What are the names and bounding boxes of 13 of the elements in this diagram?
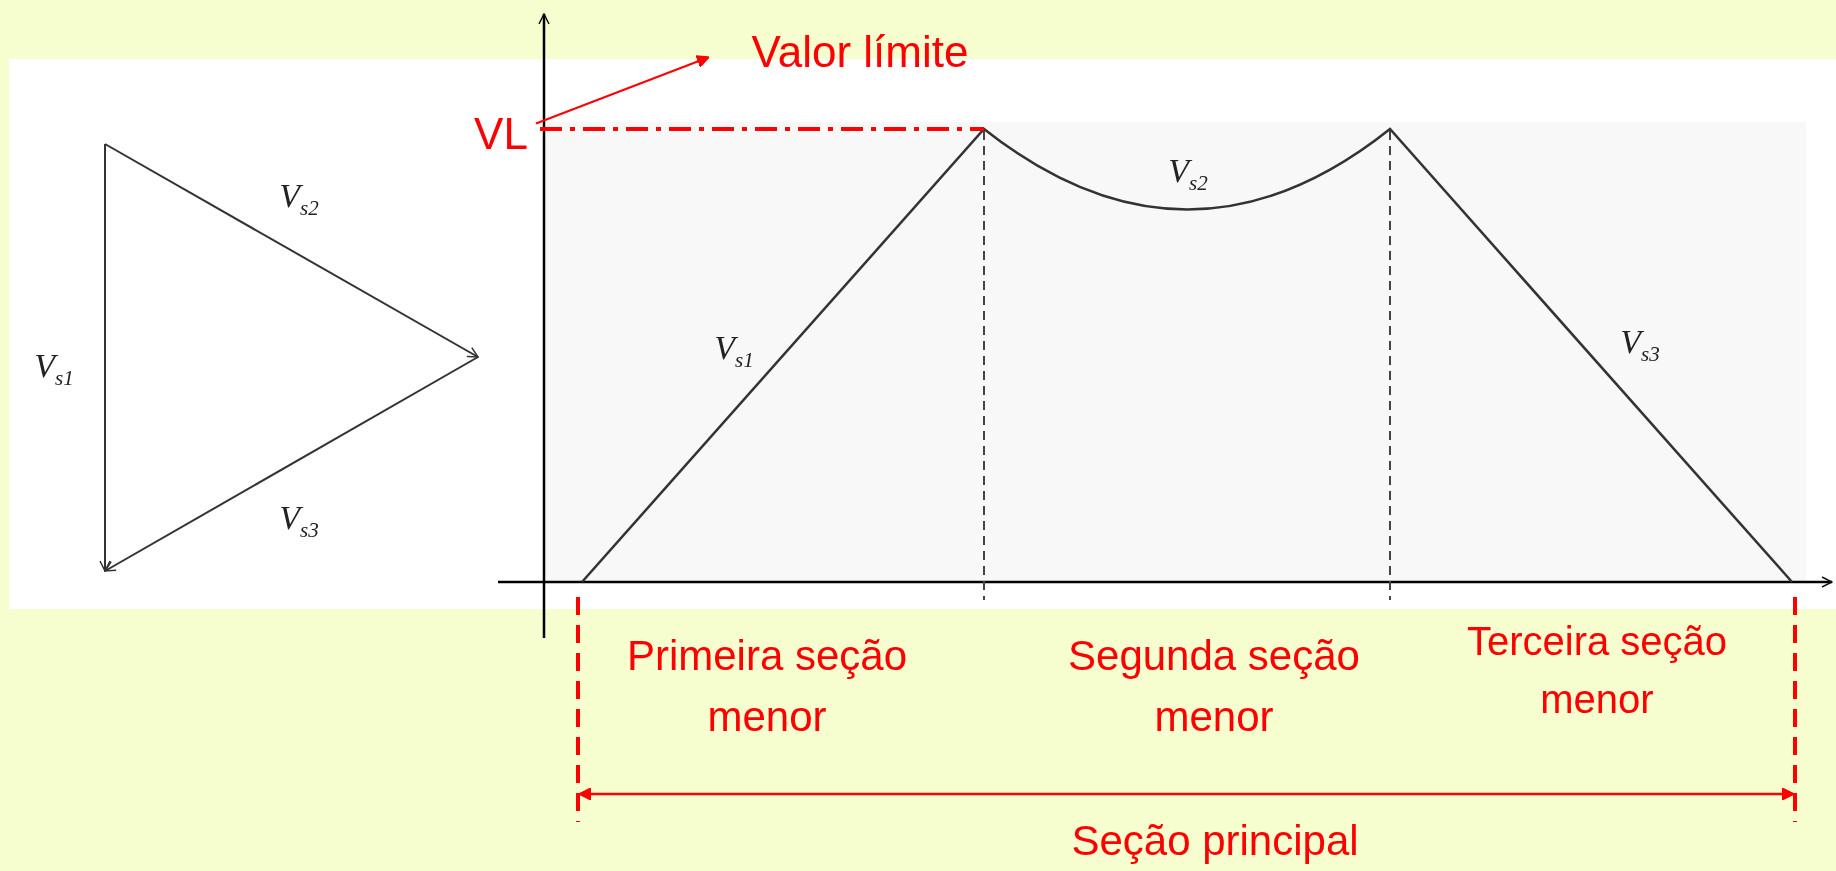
section-label: Primeira seção menor [625, 631, 909, 742]
annotation-text: Valor límite [726, 30, 994, 80]
variable-label: V$_{s1}$ [34, 347, 74, 391]
variable-label: V$_{s3}$ [279, 499, 319, 543]
variable-label: V$_{s2}$ [279, 177, 319, 221]
dimension-label: Seção principal [1070, 816, 1360, 866]
variable-label: V$_{s3}$ [1620, 323, 1660, 367]
leader-arrow [535, 55, 710, 125]
variable-label: V$_{s2}$ [1168, 152, 1208, 196]
section-label: Segunda seção menor [1067, 631, 1361, 742]
section-label: Terceira seção menor [1465, 618, 1729, 723]
variable-label: V$_{s1}$ [714, 329, 754, 373]
annotation-text: VL [466, 112, 536, 158]
